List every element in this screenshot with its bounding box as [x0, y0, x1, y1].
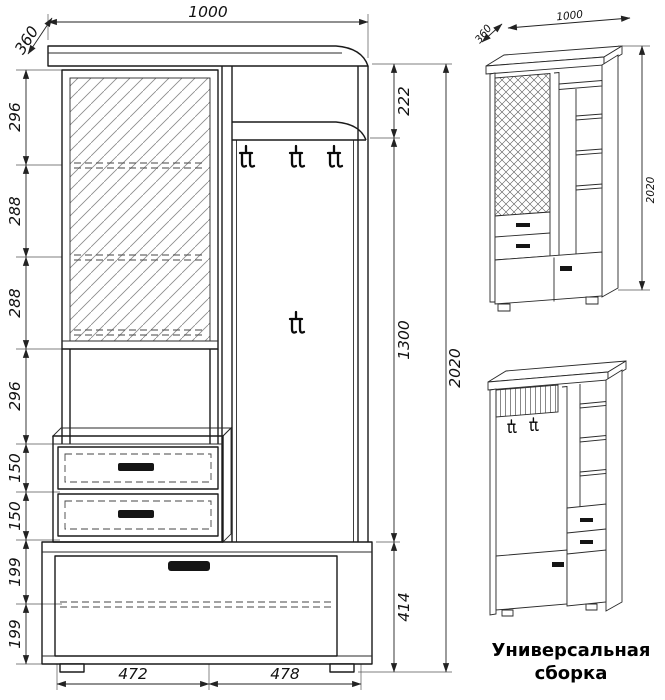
dimension-lines: [22, 17, 450, 688]
iso2-shelf: [579, 435, 607, 443]
dim-right-3: 414: [395, 592, 413, 622]
iso-cabinet: [494, 251, 603, 312]
drawer-front-2: [57, 493, 219, 537]
iso-shelf: [575, 183, 603, 191]
iso-shelf: [575, 148, 603, 156]
coat-hook-icon: [238, 144, 256, 168]
dim-bottom-right: 478: [270, 665, 300, 683]
assembly-caption-line2: сборка: [535, 663, 608, 684]
bottom-cabinet: [41, 541, 373, 673]
upper-shelf: [232, 121, 367, 141]
dim-top-width: 1000: [188, 3, 228, 21]
dim-total-height: 2020: [446, 348, 464, 388]
assembly-view-top: [485, 45, 623, 312]
cabinet-leg: [329, 663, 355, 673]
dim-left-6: 150: [6, 501, 24, 531]
iso-dim-width: 1000: [556, 9, 584, 24]
iso2-side-panel: [605, 369, 623, 612]
iso2-coat-hook-icon: [529, 417, 539, 432]
vertical-panels: [221, 66, 369, 542]
iso2-shelf: [579, 401, 607, 409]
dim-left-2: 288: [6, 196, 24, 226]
dim-top-depth: 360: [11, 23, 42, 58]
drawer-handle-2: [118, 510, 154, 518]
drawer-front-1: [57, 446, 219, 490]
coat-hook-icon: [288, 144, 306, 168]
dim-right-2: 1300: [395, 320, 413, 360]
extension-lines: [16, 14, 452, 690]
door-handle: [168, 561, 210, 571]
main-view: 1000 360 296 288 288 296 150 150 199 199…: [6, 3, 464, 690]
cabinet-door: [54, 555, 338, 657]
iso-side-panel: [601, 54, 619, 298]
mirror-section: [61, 69, 219, 444]
dim-left-1: 296: [6, 102, 24, 132]
dim-left-4: 296: [6, 381, 24, 411]
mirror-hatch: [70, 78, 210, 341]
dim-left-7: 199: [6, 557, 24, 587]
coat-hook-icon: [288, 310, 306, 334]
assembly-view-bottom: [487, 360, 627, 617]
drawer-handle-1: [118, 463, 154, 471]
assembly-caption-line1: Универсальная: [492, 640, 651, 661]
iso2-cabinet: [495, 549, 607, 617]
dim-left-8: 199: [6, 619, 24, 649]
hidden-shelf-lines: [74, 162, 206, 336]
dim-bottom-left: 472: [118, 665, 148, 683]
iso-drawers: [494, 211, 551, 261]
iso2-hook-rail: [495, 384, 559, 418]
iso2-shelf: [579, 469, 607, 477]
dim-right-1: 222: [395, 86, 413, 116]
drawer-unit: [51, 426, 233, 544]
canopy-board: [47, 45, 369, 67]
iso2-drawers: [566, 503, 607, 559]
cabinet-leg: [59, 663, 85, 673]
iso-shelf: [575, 113, 603, 121]
iso-mirror-hatch: [495, 73, 550, 216]
dim-left-3: 288: [6, 288, 24, 318]
dim-left-5: 150: [6, 453, 24, 483]
iso-dim-height: 2020: [645, 176, 657, 203]
coat-hook-icon: [326, 144, 344, 168]
iso2-coat-hook-icon: [507, 419, 517, 434]
